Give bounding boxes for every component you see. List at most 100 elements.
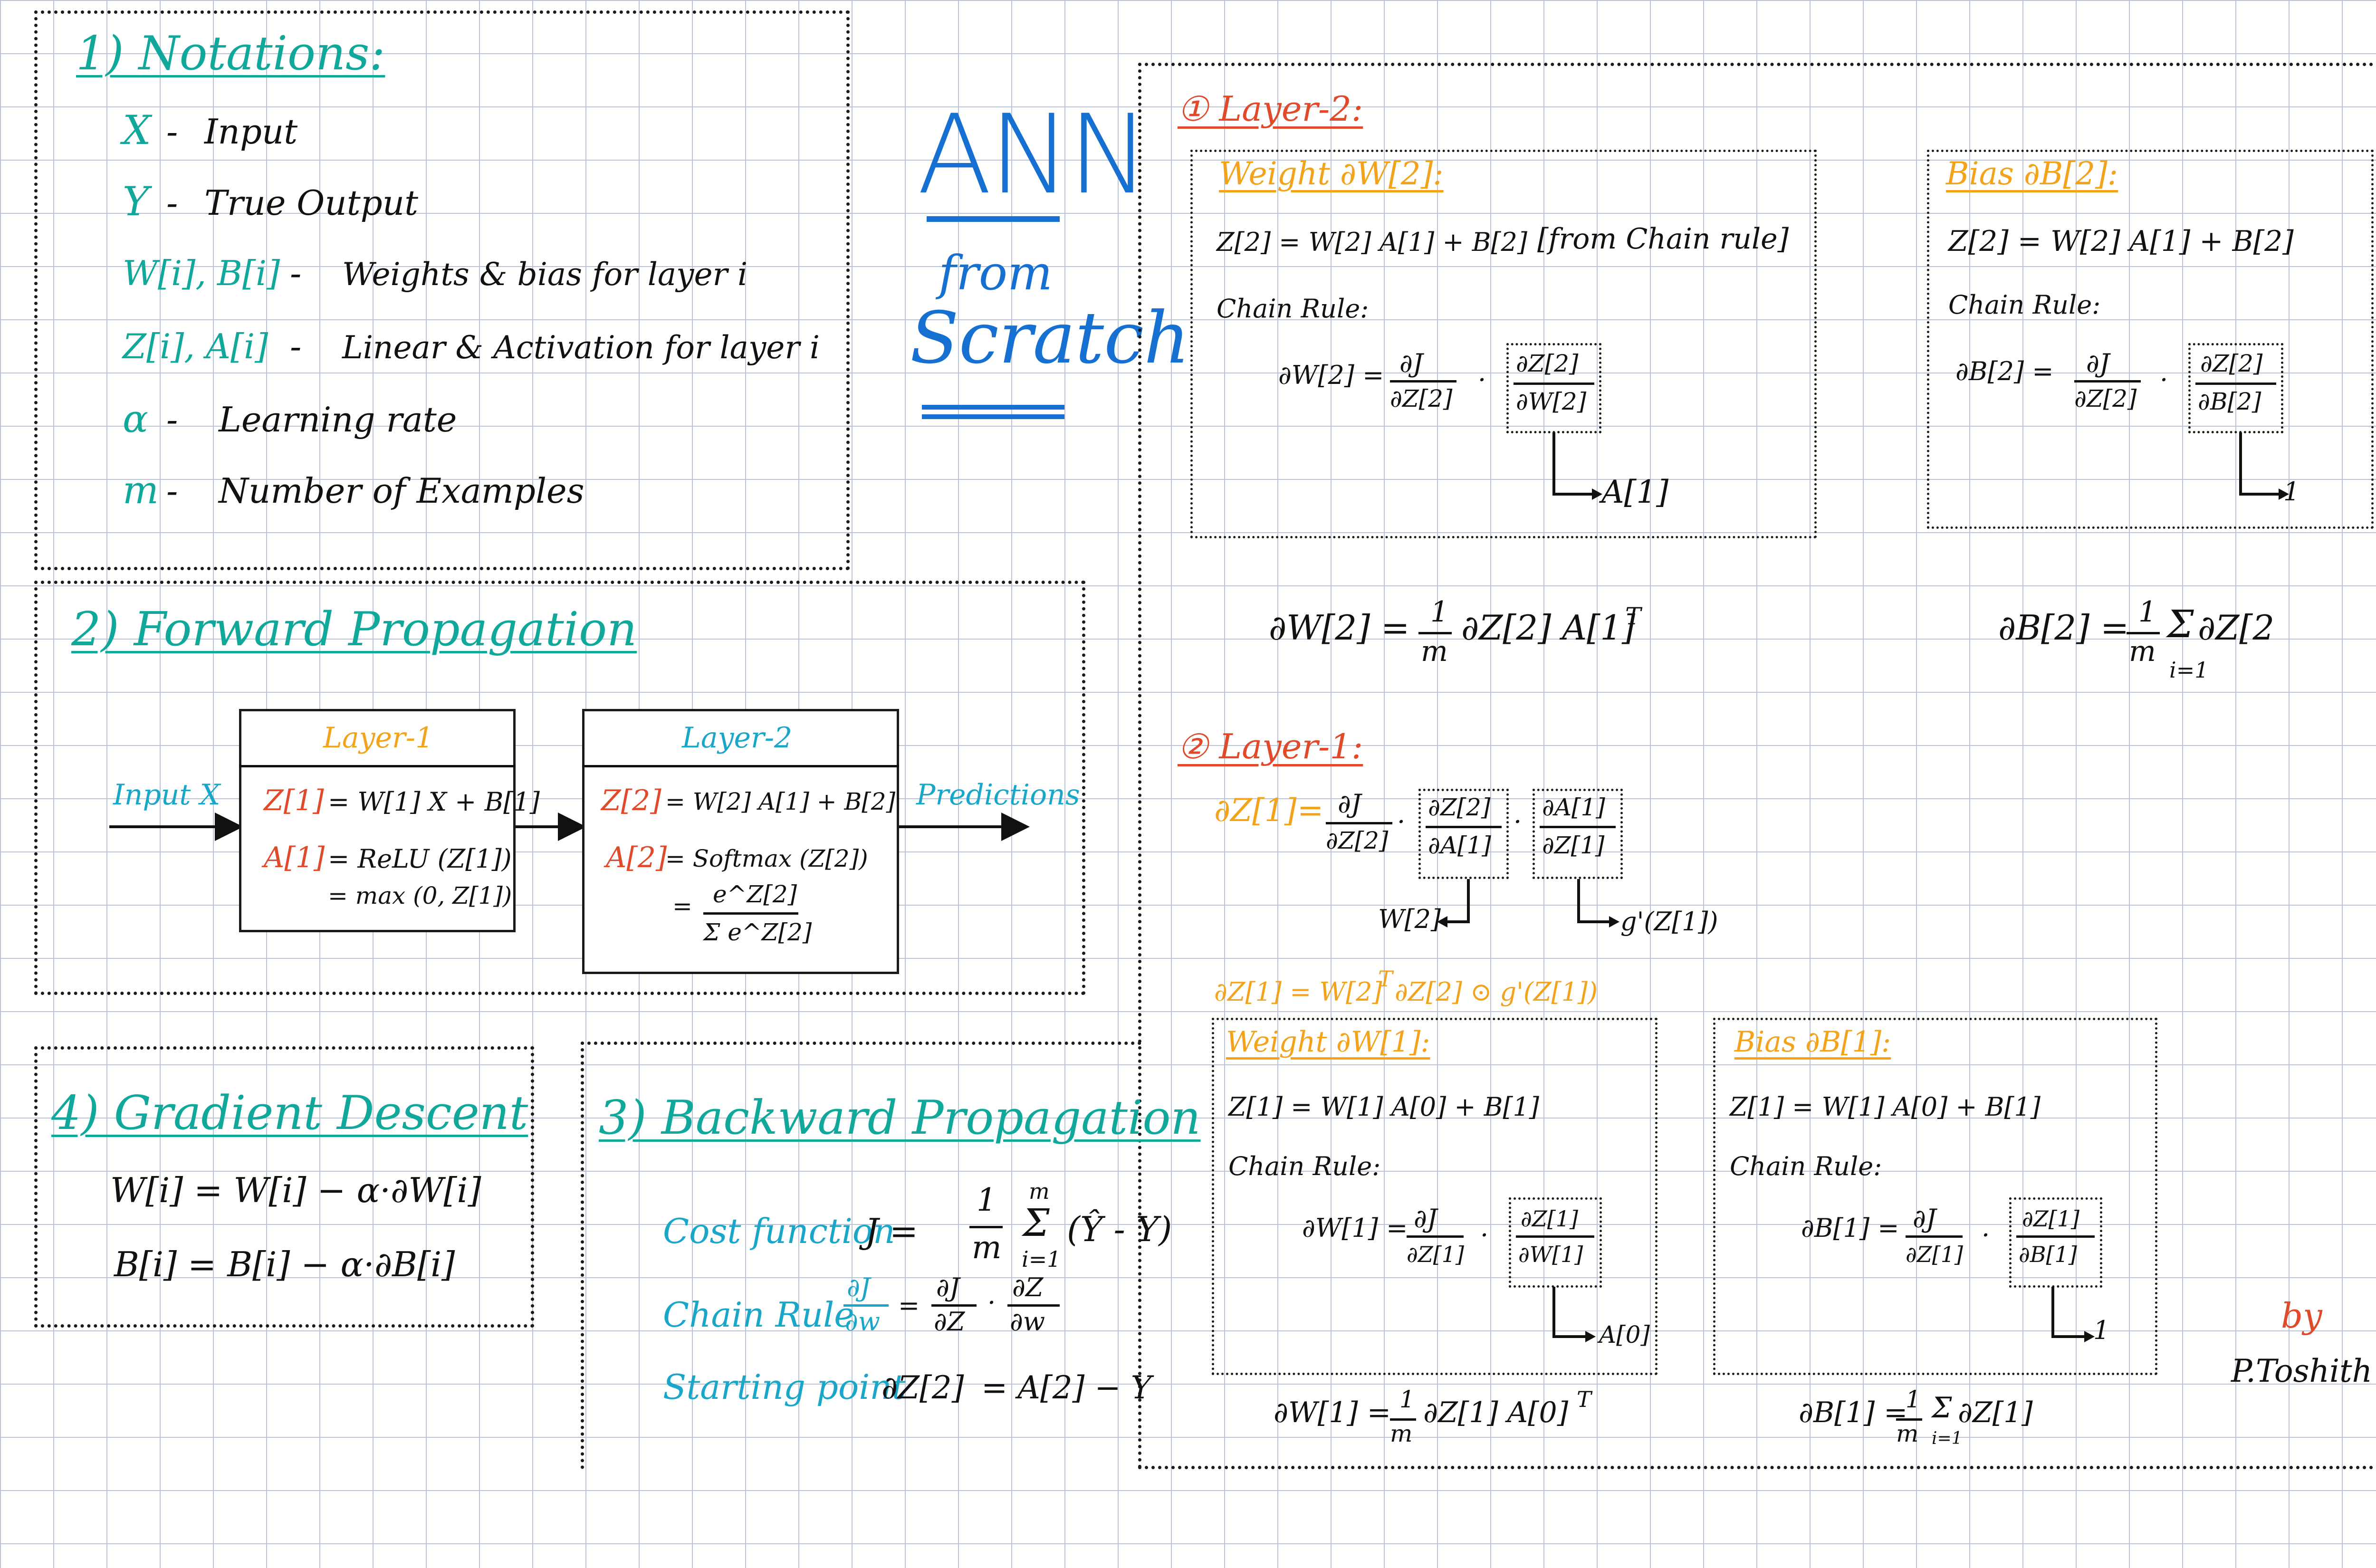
layer1-bias-lhs: ∂B[1] = bbox=[1801, 1213, 1899, 1243]
chain-lhs-den: ∂w bbox=[845, 1307, 881, 1337]
notation-symbol: Y bbox=[123, 178, 149, 225]
layer1-dz-f1-den: ∂Z[2] bbox=[1326, 827, 1389, 854]
layer2-weight-dot: · bbox=[1478, 365, 1486, 395]
gradient-eq-w: W[i] = W[i] − α·∂W[i] bbox=[110, 1170, 481, 1210]
layer1-bias-f1-den: ∂Z[1] bbox=[1906, 1242, 1963, 1267]
layer2-dB-sum: Σ bbox=[2167, 602, 2194, 646]
start-rhs: = A[2] − Y bbox=[981, 1369, 1152, 1406]
layer1-dz-f3-den: ∂Z[1] bbox=[1542, 832, 1605, 859]
layer2-back-heading: ① Layer-2: bbox=[1178, 89, 1363, 129]
layer2-dB-sum-bot: i=1 bbox=[2169, 657, 2209, 683]
layer2-a-rhs: = Softmax (Z[2]) bbox=[665, 845, 868, 872]
layer2-dB-num: 1 bbox=[2138, 595, 2157, 629]
layer1-dB-num: 1 bbox=[1906, 1386, 1921, 1413]
layer1-weight-lhs: ∂W[1] = bbox=[1302, 1213, 1408, 1243]
layer2-weight-result-arrow bbox=[1552, 432, 1602, 500]
layer1-bias-eq: Z[1] = W[1] A[0] + B[1] bbox=[1730, 1092, 2041, 1122]
layer2-frac-num: e^Z[2] bbox=[713, 880, 797, 908]
layer1-bias-f2-bar bbox=[2016, 1235, 2095, 1238]
layer1-dB-bar bbox=[1896, 1418, 1922, 1421]
layer2-weight-note: [from Chain rule] bbox=[1537, 222, 1789, 256]
layer2-dW-den: m bbox=[1421, 635, 1448, 668]
layer1-dz-w-label: W[2] bbox=[1378, 904, 1441, 934]
layer2-bias-f2-bar bbox=[2195, 382, 2276, 385]
notation-sep: - bbox=[166, 471, 178, 511]
cost-frac-bar bbox=[969, 1226, 1003, 1228]
chain-b-num: ∂Z bbox=[1012, 1272, 1044, 1302]
layer2-z-lhs: Z[2] bbox=[601, 784, 661, 817]
layer2-title: Layer-2 bbox=[682, 721, 793, 755]
cost-frac-num: 1 bbox=[977, 1182, 996, 1218]
layer1-weight-result-arrow bbox=[1552, 1287, 1596, 1342]
layer1-weight-eq: Z[1] = W[1] A[0] + B[1] bbox=[1228, 1092, 1539, 1122]
layer2-weight-lhs: ∂W[2] = bbox=[1278, 360, 1384, 390]
layer1-dz-f2-num: ∂Z[2] bbox=[1428, 794, 1491, 821]
chain-lhs-num: ∂J bbox=[847, 1272, 871, 1302]
layer1-bias-f2-box bbox=[2009, 1197, 2102, 1288]
layer1-bias-f2-den: ∂B[1] bbox=[2019, 1242, 2077, 1267]
chain-lhs-bar bbox=[843, 1304, 889, 1307]
layer1-dz-dot2: · bbox=[1514, 807, 1522, 837]
layer1-dW-sup: T bbox=[1577, 1386, 1591, 1412]
notations-heading: 1) Notations: bbox=[76, 27, 385, 81]
layer1-dz-f3-num: ∂A[1] bbox=[1542, 794, 1605, 821]
layer1-a-rhs: = ReLU (Z[1]) bbox=[328, 844, 512, 874]
layer2-dW-lhs: ∂W[2] = bbox=[1269, 608, 1410, 648]
layer1-dW-bar bbox=[1390, 1418, 1416, 1421]
layer2-bias-box bbox=[1927, 150, 2374, 529]
chain-b-bar bbox=[1007, 1304, 1060, 1307]
notation-desc: Learning rate bbox=[219, 400, 457, 440]
layer2-frac-bar bbox=[703, 912, 798, 915]
notation-symbol: Z[i], A[i] bbox=[123, 326, 268, 366]
layer1-dW-den: m bbox=[1390, 1420, 1413, 1447]
layer2-bias-f1-num: ∂J bbox=[2086, 348, 2110, 378]
backward-outer-panel bbox=[1138, 63, 2376, 1469]
layer1-dB-lhs: ∂B[1] = bbox=[1799, 1396, 1908, 1429]
layer1-dB-sum-bot: i=1 bbox=[1932, 1429, 1963, 1448]
notation-sep: - bbox=[166, 183, 178, 223]
layer2-bias-f1-den: ∂Z[2] bbox=[2074, 385, 2137, 412]
layer2-z-rhs: = W[2] A[1] + B[2] bbox=[665, 788, 896, 815]
layer2-weight-f2-box bbox=[1506, 343, 1601, 433]
layer1-z-rhs: = W[1] X + B[1] bbox=[328, 787, 540, 817]
layer1-weight-chain: Chain Rule: bbox=[1228, 1151, 1381, 1181]
layer1-divider bbox=[239, 765, 516, 767]
layer1-dW-lhs: ∂W[1] = bbox=[1274, 1396, 1391, 1429]
layer1-dz-full-sup: T bbox=[1378, 966, 1393, 992]
layer1-bias-heading: Bias ∂B[1]: bbox=[1734, 1025, 1891, 1059]
layer2-frac-den: Σ e^Z[2] bbox=[703, 918, 812, 946]
layer1-z-lhs: Z[1] bbox=[264, 784, 324, 817]
layer2-a-lhs: A[2] bbox=[606, 841, 667, 874]
layer1-weight-f1-bar bbox=[1407, 1235, 1464, 1238]
chain-b-den: ∂w bbox=[1010, 1307, 1045, 1337]
cost-label: Cost function bbox=[663, 1211, 895, 1251]
notation-sep: - bbox=[290, 253, 302, 293]
layer2-dW-num: 1 bbox=[1430, 595, 1449, 629]
layer1-dz-f3-box bbox=[1533, 789, 1623, 879]
backward-panel bbox=[581, 1042, 1141, 1469]
layer2-bias-f2-num: ∂Z[2] bbox=[2200, 350, 2263, 377]
layer2-weight-f2-den: ∂W[2] bbox=[1516, 388, 1587, 415]
layer2-weight-box bbox=[1190, 150, 1817, 538]
layer1-dz-arrow-w bbox=[1437, 879, 1470, 927]
notation-sep: - bbox=[166, 400, 178, 440]
layer1-bias-f1-bar bbox=[1906, 1235, 1963, 1238]
layer1-dz-f1-num: ∂J bbox=[1338, 789, 1361, 819]
layer2-weight-f1-bar bbox=[1390, 380, 1456, 382]
title-scratch: Scratch bbox=[910, 297, 1190, 380]
layer1-box bbox=[239, 709, 516, 932]
notation-desc: Input bbox=[204, 112, 298, 152]
layer1-dz-f2-bar bbox=[1426, 826, 1502, 828]
layer2-dB-den: m bbox=[2129, 635, 2156, 668]
gradient-panel bbox=[34, 1046, 534, 1328]
layer1-bias-box bbox=[1713, 1018, 2157, 1375]
notation-symbol: m bbox=[123, 468, 159, 512]
layer2-weight-f2-num: ∂Z[2] bbox=[1516, 350, 1579, 377]
layer1-bias-result-arrow bbox=[2051, 1287, 2095, 1342]
notation-symbol: W[i], B[i] bbox=[123, 253, 280, 293]
layer2-weight-f1-den: ∂Z[2] bbox=[1390, 385, 1453, 412]
notation-symbol: α bbox=[123, 397, 149, 441]
notation-desc: True Output bbox=[204, 183, 419, 223]
layer2-dB-bar bbox=[2127, 632, 2160, 634]
layer2-weight-chain: Chain Rule: bbox=[1217, 294, 1369, 324]
